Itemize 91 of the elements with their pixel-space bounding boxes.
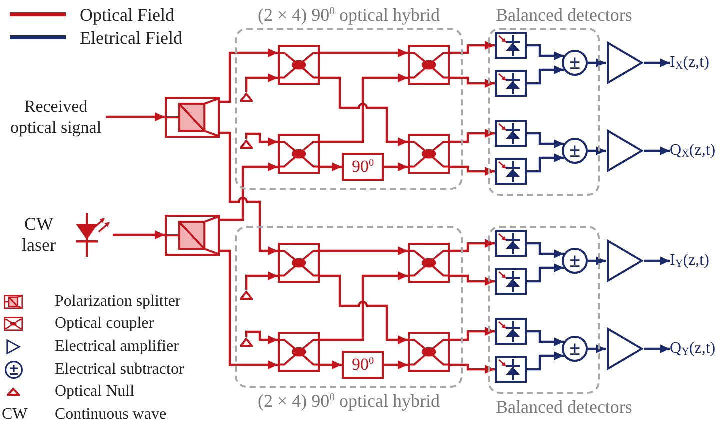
arrow <box>320 48 408 58</box>
coupler-symbol <box>278 243 320 283</box>
arrow <box>527 264 564 283</box>
arrow <box>450 41 495 54</box>
arrow <box>245 132 278 146</box>
coupler-symbol <box>278 332 320 372</box>
arrow <box>527 330 564 346</box>
amplifier-symbol <box>606 327 644 371</box>
photodiode-symbol <box>495 268 527 295</box>
arrow <box>527 66 564 85</box>
photodiode-symbol <box>495 158 527 185</box>
arrow <box>588 256 606 266</box>
arrow <box>384 162 408 172</box>
coupler-symbol <box>408 45 450 85</box>
input-label: Received optical signal <box>6 96 106 138</box>
photodiode-symbol <box>495 70 527 97</box>
arrow <box>527 154 564 173</box>
arrow <box>220 250 278 370</box>
output-label: Q$_{Y}$(z,t) <box>670 339 718 359</box>
arrow <box>320 162 342 172</box>
arrow <box>245 74 278 92</box>
arrow <box>245 272 278 290</box>
legend-label: Continuous wave <box>55 405 167 425</box>
coupler-symbol <box>408 243 450 283</box>
arrow <box>527 352 564 371</box>
triangle-icon <box>240 337 253 347</box>
arrow <box>644 146 670 156</box>
laser-label: CW laser <box>21 214 57 256</box>
arrow <box>527 132 564 148</box>
group-title: Balanced detectors <box>496 5 632 26</box>
coupler-symbol <box>408 332 450 372</box>
subtractor-symbol: ± <box>562 138 588 164</box>
output-label: I$_{X}$(z,t) <box>670 53 718 73</box>
legend-label: Eletrical Field <box>80 27 182 49</box>
photodiode-symbol <box>495 32 527 59</box>
group-title: (2 × 4) 90$^{0}$ optical hybrid <box>258 5 440 26</box>
subtractor-symbol: ± <box>562 50 588 76</box>
splitter-symbol <box>165 215 220 256</box>
triangle-icon <box>240 139 253 149</box>
arrow <box>450 129 495 144</box>
legend-label: Optical Null <box>55 382 135 402</box>
arrow <box>588 58 606 68</box>
photodiode-symbol <box>495 230 527 257</box>
arrow <box>450 166 495 176</box>
arrow <box>450 274 495 286</box>
arrow <box>106 112 165 122</box>
amplifier-symbol <box>606 41 644 85</box>
triangle-icon <box>240 92 253 102</box>
amplifier-symbol <box>606 239 644 283</box>
arrow <box>245 330 278 344</box>
subtractor-symbol: ± <box>562 248 588 274</box>
arrow <box>220 48 278 104</box>
triangle-icon <box>240 290 253 300</box>
arrow <box>527 242 564 258</box>
photodiode-symbol <box>495 356 527 383</box>
coupler-symbol <box>278 134 320 174</box>
arrow <box>320 246 408 256</box>
arrow <box>320 360 342 370</box>
legend-label: Electrical amplifier <box>55 337 179 357</box>
arrow <box>450 239 495 252</box>
photodiode-symbol <box>495 120 527 147</box>
output-label: Q$_{X}$(z,t) <box>670 141 718 161</box>
arrow <box>644 344 670 354</box>
legend-label: Electrical subtractor <box>55 360 184 380</box>
arrow <box>644 58 670 68</box>
phase-shifter: 90$^{0}$ <box>342 153 384 181</box>
abbreviation-label: CW <box>2 405 28 425</box>
arrow <box>644 256 670 266</box>
phase-shifter: 90$^{0}$ <box>342 351 384 379</box>
arrow <box>588 344 606 354</box>
legend-label: Optical coupler <box>55 314 154 334</box>
arrow <box>588 146 606 156</box>
arrow <box>384 360 408 370</box>
arrow <box>450 364 495 374</box>
output-label: I$_{Y}$(z,t) <box>670 251 718 271</box>
coupler-symbol <box>278 45 320 85</box>
arrow <box>220 132 278 256</box>
arrow <box>450 76 495 88</box>
coupler-symbol <box>408 134 450 174</box>
splitter-symbol <box>165 97 220 138</box>
group-title: (2 × 4) 90$^{0}$ optical hybrid <box>258 391 440 412</box>
amplifier-symbol <box>606 129 644 173</box>
arrow <box>450 327 495 342</box>
arrow <box>113 230 165 240</box>
arrow <box>527 44 564 60</box>
arrow <box>220 162 278 222</box>
subtractor-symbol: ± <box>562 336 588 362</box>
photodiode-symbol <box>495 318 527 345</box>
group-title: Balanced detectors <box>496 397 632 418</box>
legend-label: Polarization splitter <box>55 292 181 312</box>
legend-label: Optical Field <box>80 4 174 26</box>
